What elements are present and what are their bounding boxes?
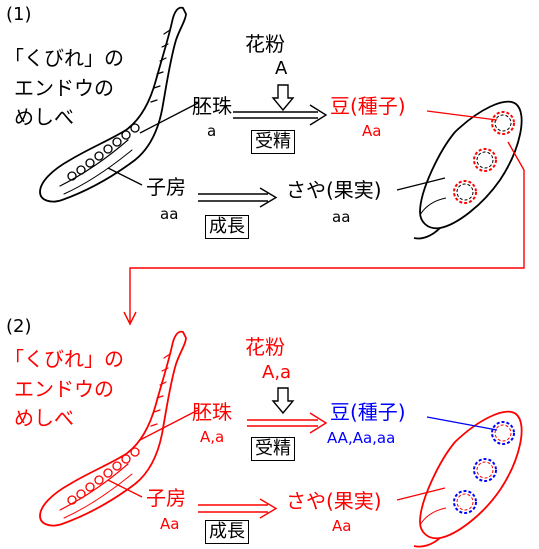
fertilization2-box: 受精: [251, 437, 295, 461]
pistil-drawing-1: [39, 6, 187, 203]
leader-lines-1: [107, 102, 199, 186]
pistil-label-line1: 「くびれ」の: [4, 46, 124, 70]
pod2-genotype: Aa: [332, 517, 352, 535]
ovule-label: 胚珠: [192, 94, 232, 118]
connector-arrow: [123, 141, 525, 326]
fertilization-box: 受精: [251, 130, 295, 154]
pod-drawing-2: [413, 410, 523, 548]
pistil-label2-line3: めしべ: [14, 406, 74, 430]
arrows-2: [198, 387, 328, 519]
pod-drawing-1: [413, 100, 523, 240]
pistil-label2-line1: 「くびれ」の: [4, 347, 124, 371]
pollen-genotype: A: [275, 58, 288, 79]
pod-leaders-1: [396, 110, 498, 191]
pod-label: さや(果実): [286, 178, 382, 202]
panel-label-2: (2): [6, 316, 32, 337]
pod-genotype: aa: [332, 208, 351, 226]
ovary2-genotype: Aa: [160, 515, 180, 533]
pollen-label: 花粉: [245, 32, 285, 56]
ovary2-label: 子房: [146, 486, 186, 510]
seed-label: 豆(種子): [330, 94, 406, 118]
seed-genotype: Aa: [362, 122, 382, 140]
ovule2-label: 胚珠: [192, 400, 232, 424]
ovary-genotype: aa: [160, 205, 179, 223]
pod2-label: さや(果実): [286, 489, 382, 513]
seeds-2: [453, 421, 515, 514]
seed2-label: 豆(種子): [330, 400, 406, 424]
pistil-label-line3: めしべ: [14, 105, 74, 129]
seeds-1: [453, 111, 515, 204]
arrows-1: [198, 84, 328, 208]
pollen2-label: 花粉: [245, 335, 285, 359]
growth-box: 成長: [205, 215, 249, 239]
pistil-drawing-2: [39, 330, 187, 527]
seed2-genotype: AA,Aa,aa: [327, 429, 396, 447]
pod-leaders-2: [396, 416, 498, 501]
growth2-box: 成長: [205, 520, 249, 544]
pistil-label2-line2: エンドウの: [14, 377, 114, 401]
pollen2-genotype: A,a: [262, 362, 292, 383]
leader-lines-2: [107, 409, 199, 498]
panel-label-1: (1): [6, 4, 32, 25]
ovule2-genotype: A,a: [200, 428, 225, 446]
ovary-label: 子房: [146, 175, 186, 199]
pistil-label-line2: エンドウの: [14, 76, 114, 100]
ovule-genotype: a: [207, 122, 217, 140]
